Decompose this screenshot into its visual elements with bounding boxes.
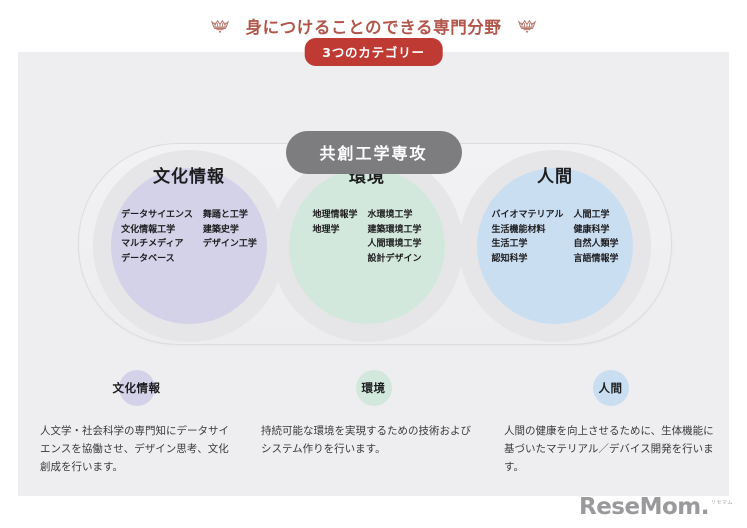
crown-icon bbox=[517, 19, 536, 33]
watermark-logo: ReseMom. リセマム bbox=[579, 494, 733, 520]
description-badge: 文化情報 bbox=[113, 370, 160, 406]
circle-subject-columns: バイオマテリアル 生活機能材料 生活工学 認知科学 人間工学 健康科学 自然人類… bbox=[459, 208, 651, 266]
subject-column-right: 舞踊と工学 建築史学 デザイン工学 bbox=[203, 208, 257, 266]
description-text: 人文学・社会科学の専門知にデータサイエンスを協働させ、デザイン思考、文化創成を行… bbox=[40, 425, 229, 473]
description-badge-label: 文化情報 bbox=[112, 381, 161, 395]
category-circle-ningen: 人間 バイオマテリアル 生活機能材料 生活工学 認知科学 人間工学 健康科学 自… bbox=[459, 150, 651, 342]
subject-item: 生活工学 bbox=[491, 239, 528, 249]
subject-item: 建築環境工学 bbox=[367, 224, 422, 235]
page-title-row: 身につけることのできる専門分野 bbox=[0, 14, 747, 38]
subject-item: 人間工学 bbox=[573, 210, 610, 220]
subject-item: 設計デザイン bbox=[367, 253, 422, 264]
description-badge-label: 環境 bbox=[361, 381, 386, 395]
subject-item: 健康科学 bbox=[573, 224, 610, 235]
subject-item: 地理情報学 bbox=[312, 210, 358, 220]
subject-item: 舞踊と工学 bbox=[202, 210, 248, 220]
subject-column-left: データサイエンス 文化情報工学 マルチメディア データベース bbox=[121, 208, 193, 266]
subject-column-right: 人間工学 健康科学 自然人類学 言語情報学 bbox=[573, 208, 618, 266]
description-text: 人間の健康を向上させるために、生体機能に基づいたマテリアル／デバイス開発を行いま… bbox=[504, 425, 714, 473]
subject-item: 人間環境工学 bbox=[367, 239, 422, 249]
crown-icon bbox=[211, 19, 230, 33]
subject-item: デザイン工学 bbox=[202, 239, 257, 249]
subject-item: バイオマテリアル bbox=[491, 210, 564, 220]
subject-item: 生活機能材料 bbox=[491, 224, 546, 235]
description-badge-label: 人間 bbox=[598, 381, 623, 395]
circle-title: 文化情報 bbox=[153, 167, 225, 187]
circle-subject-columns: データサイエンス 文化情報工学 マルチメディア データベース 舞踊と工学 建築史… bbox=[93, 208, 285, 266]
circle-title: 人間 bbox=[537, 167, 573, 187]
subject-item: 認知科学 bbox=[491, 253, 528, 264]
circle-disc bbox=[477, 168, 633, 324]
circle-subject-columns: 地理情報学 地理学 水環境工学 建築環境工学 人間環境工学 設計デザイン bbox=[271, 208, 463, 266]
watermark-text: ReseMom. bbox=[578, 494, 710, 520]
subject-item: 言語情報学 bbox=[573, 253, 619, 264]
subject-item: マルチメディア bbox=[121, 239, 184, 249]
category-circle-group: 文化情報 データサイエンス 文化情報工学 マルチメディア データベース 舞踊と工… bbox=[0, 150, 747, 342]
subject-column-right: 水環境工学 建築環境工学 人間環境工学 設計デザイン bbox=[368, 208, 422, 266]
description-ningen: 人間 人間の健康を向上させるために、生体機能に基づいたマテリアル／デバイス開発を… bbox=[492, 370, 729, 476]
description-bunka-joho: 文化情報 人文学・社会科学の専門知にデータサイエンスを協働させ、デザイン思考、文… bbox=[18, 370, 255, 476]
description-kankyo: 環境 持続可能な環境を実現するための技術およびシステム作りを行います。 bbox=[255, 370, 492, 476]
subject-item: 地理学 bbox=[312, 224, 340, 235]
subject-item: 建築史学 bbox=[202, 224, 239, 235]
circle-disc bbox=[111, 168, 267, 324]
description-badge: 人間 bbox=[592, 370, 629, 406]
subject-item: データベース bbox=[121, 253, 175, 264]
major-name-pill: 共創工学専攻 bbox=[285, 131, 462, 174]
subject-item: 自然人類学 bbox=[573, 239, 619, 249]
subject-column-left: バイオマテリアル 生活機能材料 生活工学 認知科学 bbox=[492, 208, 564, 266]
description-row: 文化情報 人文学・社会科学の専門知にデータサイエンスを協働させ、デザイン思考、文… bbox=[18, 370, 729, 476]
subject-column-left: 地理情報学 地理学 bbox=[312, 208, 357, 266]
page-title: 身につけることのできる専門分野 bbox=[245, 18, 502, 37]
subject-item: データサイエンス bbox=[121, 210, 193, 220]
category-circle-bunka-joho: 文化情報 データサイエンス 文化情報工学 マルチメディア データベース 舞踊と工… bbox=[93, 150, 285, 342]
description-text: 持続可能な環境を実現するための技術およびシステム作りを行います。 bbox=[261, 425, 471, 455]
watermark-subtext: リセマム bbox=[710, 500, 733, 506]
description-badge: 環境 bbox=[355, 370, 392, 406]
circle-disc bbox=[289, 168, 445, 324]
subject-item: 水環境工学 bbox=[367, 210, 413, 220]
subject-item: 文化情報工学 bbox=[121, 224, 176, 235]
category-circle-kankyo: 環境 地理情報学 地理学 水環境工学 建築環境工学 人間環境工学 設計デザイン bbox=[271, 150, 463, 342]
category-count-badge: 3つのカテゴリー bbox=[304, 38, 443, 66]
